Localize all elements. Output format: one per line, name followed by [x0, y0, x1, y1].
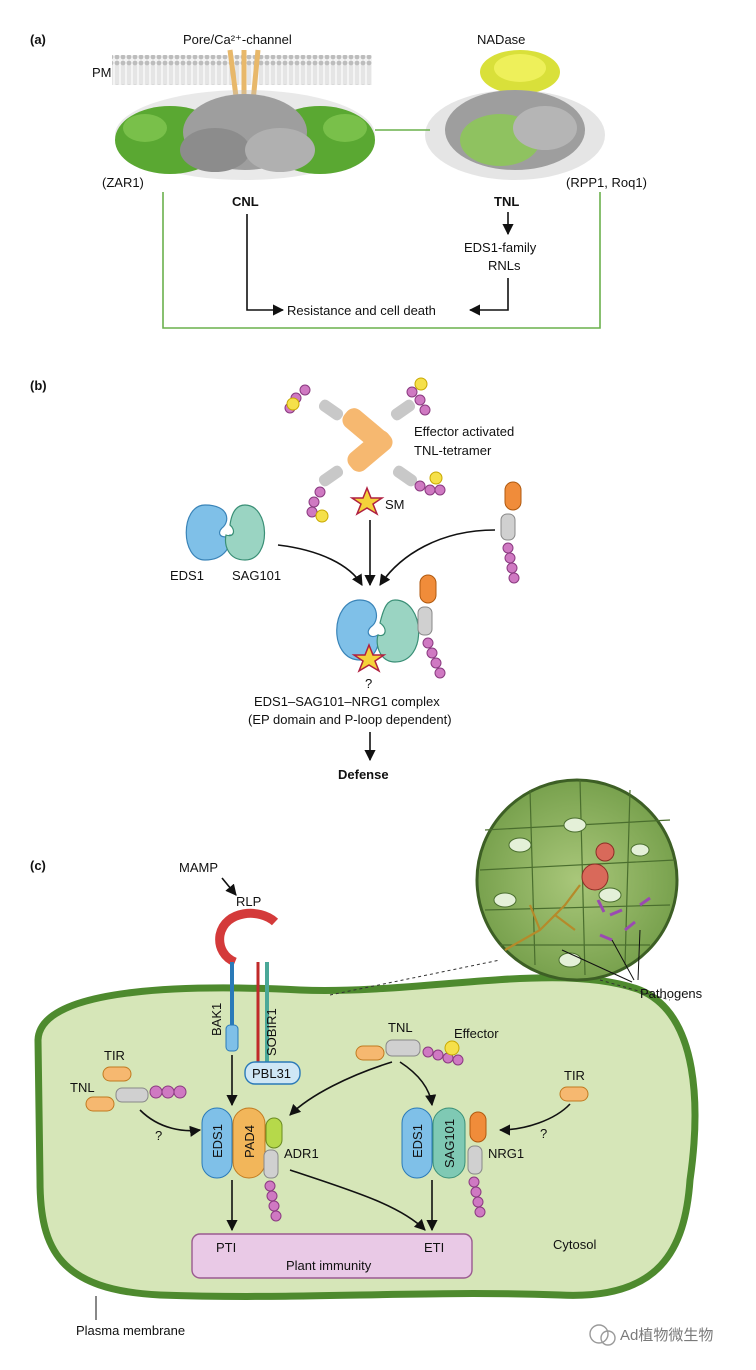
rlp-receptor	[215, 908, 279, 967]
rnl-arrow	[468, 278, 509, 316]
eds1-right	[401, 1107, 433, 1179]
leaf-zoom	[329, 778, 679, 1001]
bak1-kinase	[225, 1024, 239, 1052]
green-bracket	[162, 192, 601, 329]
pbl31-label: PBL31	[252, 1066, 291, 1081]
complex-question: ?	[365, 676, 372, 691]
nrg1	[467, 1111, 487, 1218]
pti-label: PTI	[216, 1240, 236, 1255]
watermark: Ad植物微生物	[589, 1324, 713, 1346]
pad4	[232, 1107, 266, 1179]
pathogen-pointers	[561, 929, 641, 983]
tnl-to-adr1-arrow	[289, 1061, 393, 1116]
effector-line1: Effector activated	[414, 424, 514, 439]
eds1-sag101-dimer	[185, 504, 266, 561]
eds1-label: EDS1	[170, 568, 204, 583]
tnl-label: TNL	[494, 194, 519, 209]
zar1-label: (ZAR1)	[102, 175, 144, 190]
sag101-label: SAG101	[232, 568, 281, 583]
sm-label: SM	[385, 497, 405, 512]
plant-immunity-box	[191, 1233, 473, 1279]
nrg1-free	[500, 481, 522, 584]
nrg1-arrow	[379, 529, 496, 586]
tnl-left-arrow	[139, 1109, 202, 1137]
adr1	[263, 1117, 283, 1222]
bak1-label: BAK1	[209, 1003, 224, 1036]
mamp-label: MAMP	[179, 860, 218, 875]
adr1-label: ADR1	[284, 1146, 319, 1161]
pathogens-label: Pathogens	[640, 986, 703, 1001]
adr1-to-eti-arrow	[289, 1169, 426, 1231]
panel-c: (c) Pathogens	[30, 778, 703, 1338]
complex-line2: (EP domain and P-loop dependent)	[248, 712, 452, 727]
tnl-left-label: TNL	[70, 1080, 95, 1095]
tir-right-arrow	[498, 1103, 571, 1136]
rpp1-label: (RPP1, Roq1)	[566, 175, 647, 190]
pm-label: PM	[92, 65, 112, 80]
tnl-left	[85, 1085, 187, 1112]
rlp-label: RLP	[236, 894, 261, 909]
q-left: ?	[155, 1128, 162, 1143]
tir-right-label: TIR	[564, 1068, 585, 1083]
plant-immunity-label: Plant immunity	[286, 1258, 372, 1273]
eds1-family-line1: EDS1-family	[464, 240, 537, 255]
cell-body	[34, 974, 699, 1300]
eds1-sag101-nrg1-complex	[336, 574, 446, 679]
nrg1-label: NRG1	[488, 1146, 524, 1161]
eds1-left-label: EDS1	[210, 1124, 225, 1158]
cnl-arrow	[246, 214, 285, 316]
cytosol-label: Cytosol	[553, 1237, 596, 1252]
nadase-label: NADase	[477, 32, 525, 47]
sag101-right-label: SAG101	[442, 1119, 457, 1168]
eds1-family-line2: RNLs	[488, 258, 521, 273]
sobir1-label: SOBIR1	[264, 1008, 279, 1056]
eds1-right-label: EDS1	[410, 1124, 425, 1158]
complex-line1: EDS1–SAG101–NRG1 complex	[254, 694, 440, 709]
tir-right	[559, 1086, 589, 1102]
pad4-label: PAD4	[242, 1125, 257, 1158]
panel-c-tag: (c)	[30, 858, 46, 873]
sm-star	[349, 485, 385, 516]
eds1-arrow	[277, 544, 363, 586]
cnl-label: CNL	[232, 194, 259, 209]
tnl-top	[355, 1039, 464, 1066]
tnl-to-eds1-arrow	[399, 1061, 437, 1107]
eti-label: ETI	[424, 1240, 444, 1255]
panel-a: (a) Pore/Ca²⁺-channel NADase PM	[30, 32, 647, 329]
plasma-membrane-label: Plasma membrane	[76, 1323, 185, 1338]
tnl-tetramer	[284, 377, 446, 523]
panel-b: (b) Effector activated TNL-tetramer SM	[30, 377, 522, 782]
eds1-left	[201, 1107, 233, 1179]
panel-b-tag: (b)	[30, 378, 47, 393]
pore-label: Pore/Ca²⁺-channel	[183, 32, 292, 47]
panel-a-tag: (a)	[30, 32, 46, 47]
zar1-resistosome	[115, 90, 375, 180]
sag101	[432, 1107, 466, 1179]
tir-left	[102, 1066, 132, 1082]
pbl31-box	[244, 1061, 301, 1085]
mamp-arrow	[221, 877, 237, 896]
defense-label: Defense	[338, 767, 389, 782]
q-right: ?	[540, 1126, 547, 1141]
effector-label: Effector	[454, 1026, 499, 1041]
effector-line2: TNL-tetramer	[414, 443, 492, 458]
resistance-label: Resistance and cell death	[287, 303, 436, 318]
tnl-top-label: TNL	[388, 1020, 413, 1035]
tir-left-label: TIR	[104, 1048, 125, 1063]
watermark-text: Ad植物微生物	[620, 1327, 713, 1344]
tnl-resistosome	[425, 50, 605, 180]
